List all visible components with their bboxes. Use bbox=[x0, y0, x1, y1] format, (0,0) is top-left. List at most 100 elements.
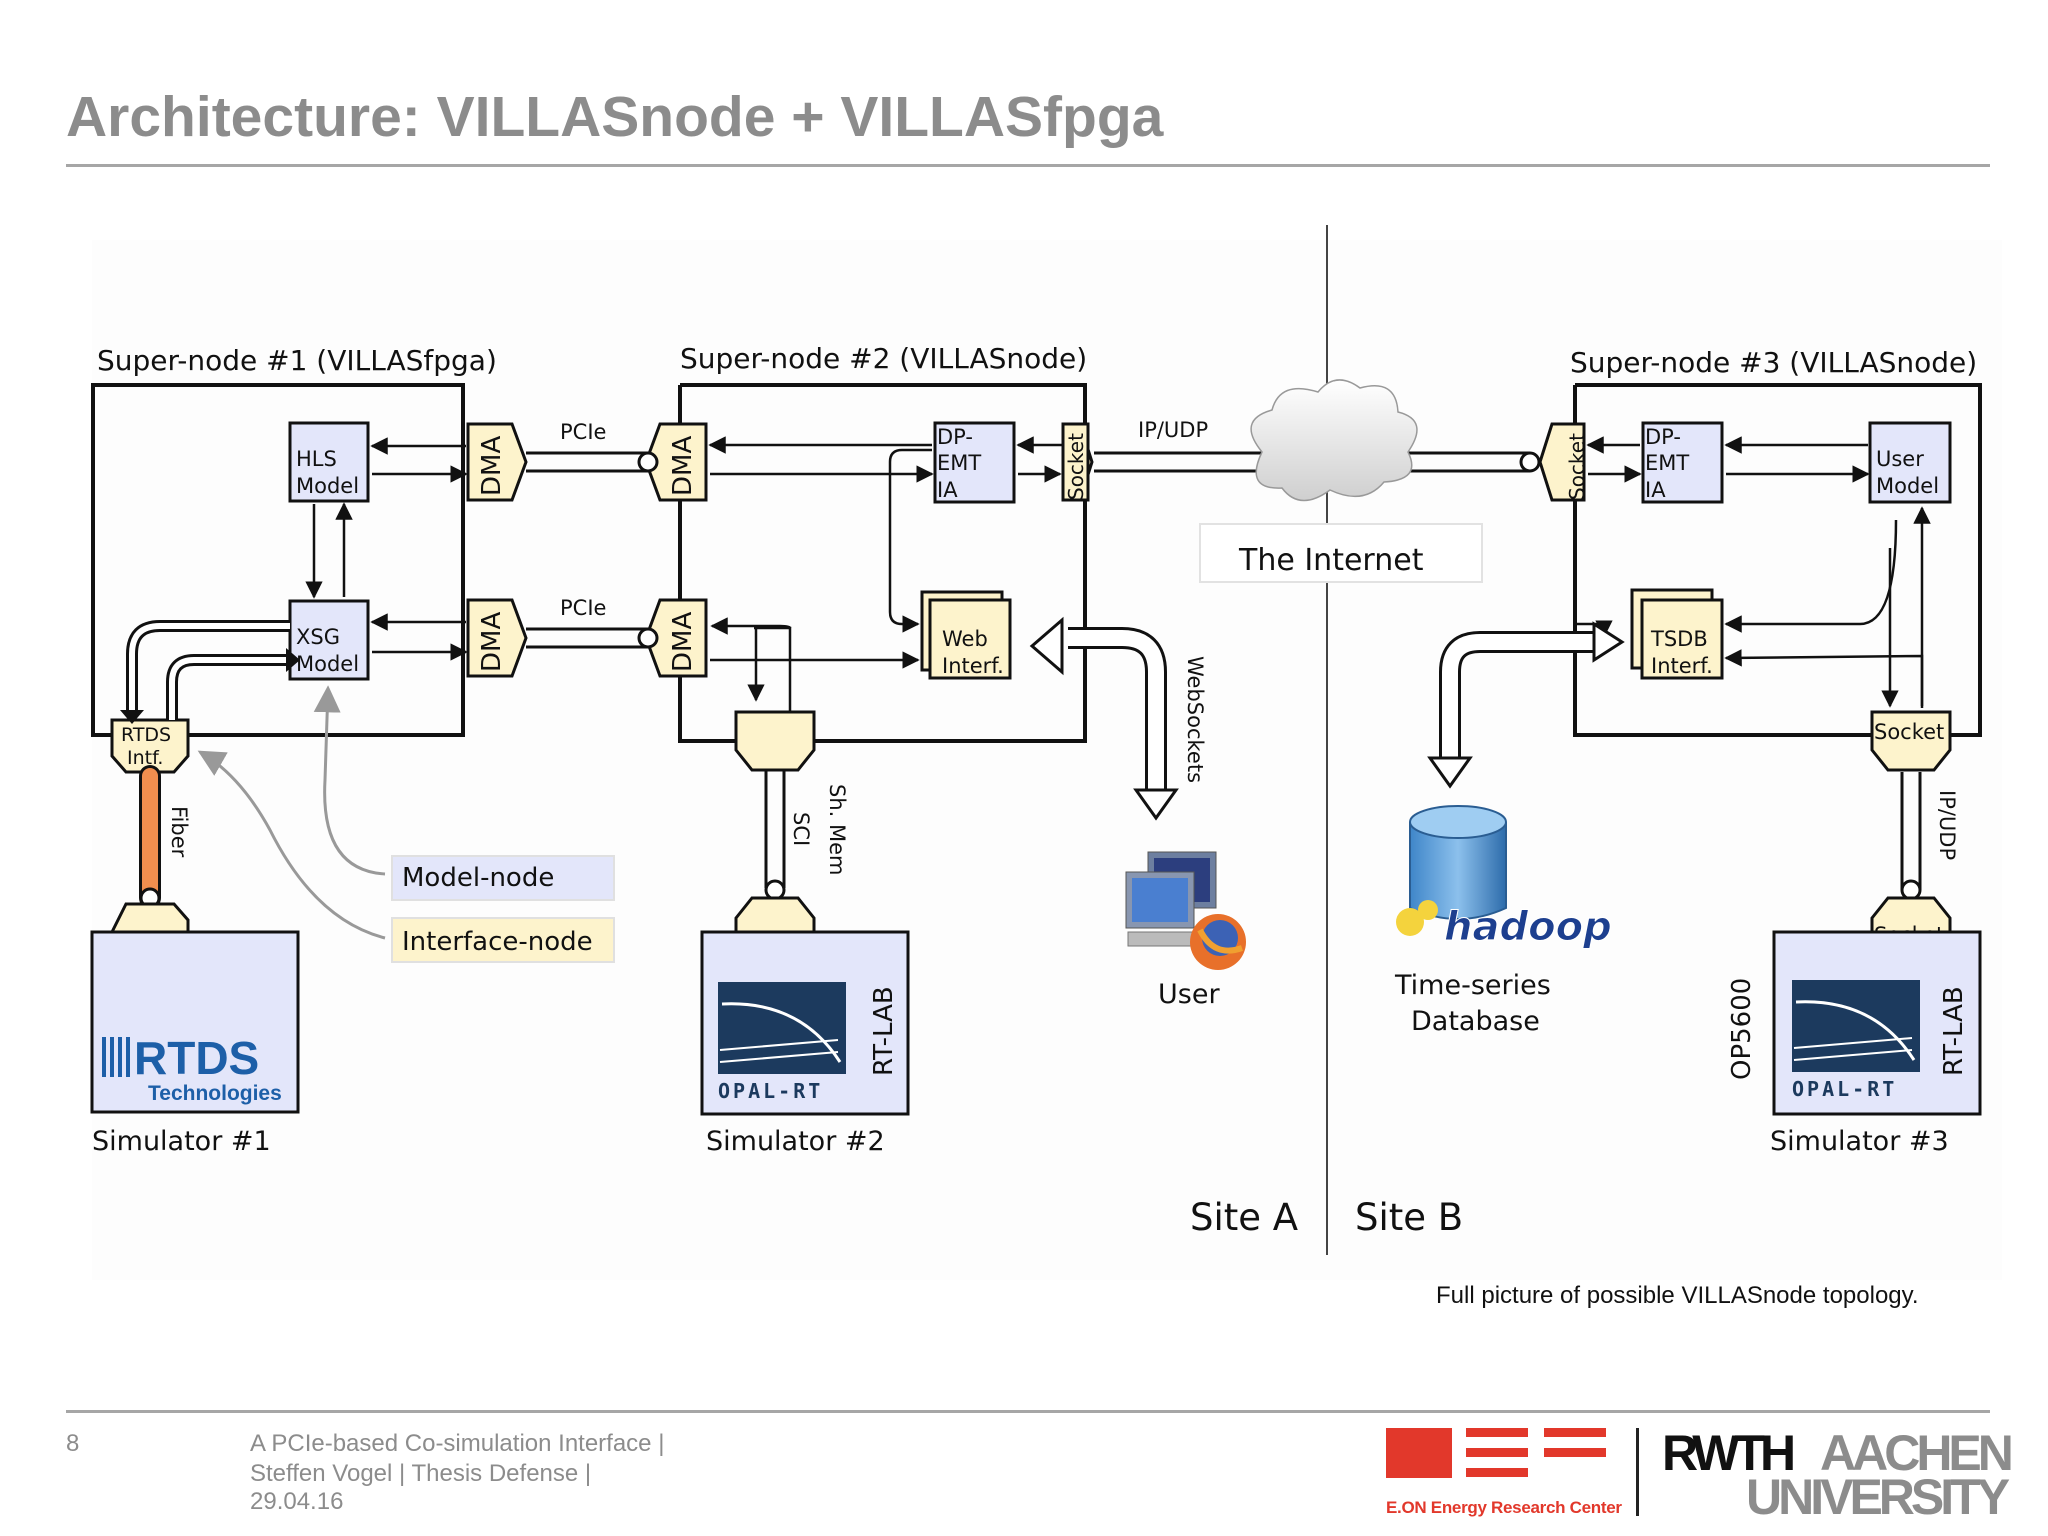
svg-text:Web: Web bbox=[942, 627, 988, 651]
supernode-3-box bbox=[1573, 383, 1982, 737]
footer-line-3: 29.04.16 bbox=[250, 1488, 344, 1515]
logo-divider bbox=[1636, 1428, 1639, 1516]
simulator-1: RTDS Technologies Simulator #1 bbox=[90, 930, 300, 1157]
dma-block-sn1-bottom: DMA bbox=[466, 598, 528, 678]
site-b-label: Site B bbox=[1355, 1196, 1463, 1239]
hadoop-logo: hadoop bbox=[1444, 904, 1612, 950]
pcie-link-top: PCIe bbox=[526, 420, 659, 473]
rwth-text: RWTH bbox=[1662, 1425, 1796, 1481]
internet-label: The Internet bbox=[1238, 543, 1424, 578]
rtds-logo-sub: Technologies bbox=[148, 1082, 282, 1105]
rt-lab-label-sim3: RT-LAB bbox=[1939, 986, 1969, 1076]
svg-text:DP-: DP- bbox=[1645, 425, 1681, 449]
svg-text:DMA: DMA bbox=[477, 436, 507, 496]
socket-block-sn3-left: Socket bbox=[1538, 422, 1589, 502]
svg-text:Socket: Socket bbox=[1565, 433, 1589, 500]
svg-text:HLS: HLS bbox=[296, 447, 337, 471]
svg-text:Model: Model bbox=[296, 474, 359, 498]
database-label-1: Time-series bbox=[1394, 970, 1551, 1001]
fiber-link: Fiber bbox=[139, 765, 191, 909]
svg-text:Sh. Mem: Sh. Mem bbox=[825, 784, 849, 876]
rtds-logo-text: RTDS bbox=[134, 1032, 259, 1084]
web-interface-block: Web Interf. bbox=[920, 590, 1012, 680]
figure-caption: Full picture of possible VILLASnode topo… bbox=[1436, 1282, 1919, 1309]
svg-text:Socket: Socket bbox=[1064, 433, 1088, 500]
svg-text:WebSockets: WebSockets bbox=[1183, 656, 1207, 783]
opal-rt-logo-sim3: OPAL-RT bbox=[1792, 1077, 1897, 1101]
tsdb-interface-block: TSDB Interf. bbox=[1630, 588, 1724, 680]
simulator-1-label: Simulator #1 bbox=[92, 1126, 271, 1157]
svg-text:Intf.: Intf. bbox=[127, 747, 163, 769]
hls-model-block: HLS Model bbox=[288, 421, 370, 503]
university-text: UNIVERSITY bbox=[1746, 1469, 2010, 1525]
supernode-2-label: Super-node #2 (VILLASnode) bbox=[680, 342, 1087, 375]
supernode-1-box bbox=[91, 383, 465, 737]
svg-text:Interf.: Interf. bbox=[942, 654, 1004, 678]
eon-erc-text: E.ON Energy Research Center bbox=[1386, 1498, 1622, 1517]
title-rule bbox=[66, 164, 1990, 167]
svg-text:Socket: Socket bbox=[1874, 720, 1944, 744]
legend: Model-node Interface-node bbox=[391, 855, 615, 963]
svg-text:PCIe: PCIe bbox=[560, 596, 606, 620]
dma-block-sn2-bottom: DMA bbox=[644, 598, 708, 678]
svg-text:DMA: DMA bbox=[668, 612, 698, 672]
sn3-arrows bbox=[1576, 436, 1931, 708]
user-icon bbox=[1125, 851, 1246, 970]
page-number: 8 bbox=[66, 1430, 80, 1457]
socket-block-sn3-bottom: Socket bbox=[1870, 710, 1952, 772]
svg-text:EMT: EMT bbox=[937, 451, 981, 475]
svg-text:IA: IA bbox=[937, 478, 958, 502]
supernode-1-label: Super-node #1 (VILLASfpga) bbox=[97, 344, 497, 377]
legend-model-node: Model-node bbox=[402, 863, 554, 893]
xsg-model-block: XSG Model bbox=[288, 599, 370, 681]
database-label-2: Database bbox=[1411, 1006, 1540, 1037]
svg-text:User: User bbox=[1876, 447, 1924, 471]
dpemt-block-sn3: DP- EMT IA bbox=[1641, 421, 1724, 504]
rt-lab-label-sim2: RT-LAB bbox=[869, 986, 899, 1076]
simulator-2-label: Simulator #2 bbox=[706, 1126, 885, 1157]
svg-text:IP/UDP: IP/UDP bbox=[1935, 790, 1959, 860]
simulator-3-label: Simulator #3 bbox=[1770, 1126, 1949, 1157]
websockets-link: WebSockets bbox=[1029, 616, 1207, 821]
svg-text:EMT: EMT bbox=[1645, 451, 1689, 475]
op5600-label: OP5600 bbox=[1727, 978, 1757, 1080]
simulator-2: OPAL-RT RT-LAB Simulator #2 bbox=[700, 930, 910, 1157]
rwth-logo: RWTH AACHEN UNIVERSITY bbox=[1660, 1424, 2014, 1525]
legend-interface-node: Interface-node bbox=[402, 927, 593, 957]
svg-text:DP-: DP- bbox=[937, 425, 973, 449]
internet-cloud: The Internet bbox=[1199, 379, 1483, 583]
svg-text:Interf.: Interf. bbox=[1651, 654, 1713, 678]
footer-line-2: Steffen Vogel | Thesis Defense | bbox=[250, 1460, 592, 1487]
diagram-background bbox=[92, 240, 2002, 1280]
sn1-arrows bbox=[305, 437, 468, 661]
svg-text:SCI: SCI bbox=[789, 812, 813, 846]
dma-block-sn2-top: DMA bbox=[644, 422, 708, 502]
svg-text:XSG: XSG bbox=[296, 625, 340, 649]
svg-text:PCIe: PCIe bbox=[560, 420, 606, 444]
svg-text:IP/UDP: IP/UDP bbox=[1138, 418, 1208, 442]
footer-line-1: A PCIe-based Co-simulation Interface | bbox=[250, 1430, 665, 1457]
ipudp-vertical-link: IP/UDP bbox=[1900, 772, 1959, 901]
user-model-block: User Model bbox=[1868, 421, 1952, 504]
svg-text:TSDB: TSDB bbox=[1650, 627, 1708, 651]
eon-erc-logo: E.ON Energy Research Center bbox=[1386, 1428, 1622, 1528]
sn2-arrows bbox=[708, 436, 1062, 702]
opal-rt-logo-sim2: OPAL-RT bbox=[718, 1079, 823, 1103]
svg-text:Model: Model bbox=[1876, 474, 1939, 498]
supernode-3-label: Super-node #3 (VILLASnode) bbox=[1570, 346, 1977, 379]
slide-title: Architecture: VILLASnode + VILLASfpga bbox=[66, 85, 1164, 149]
sci-shmem-link: Sh. Mem SCI bbox=[734, 710, 849, 954]
legend-pointers bbox=[197, 685, 386, 940]
user-label: User bbox=[1158, 979, 1220, 1010]
pcie-link-bottom: PCIe bbox=[526, 596, 659, 649]
svg-text:RTDS: RTDS bbox=[121, 724, 171, 746]
socket-block-sn2: Socket bbox=[1061, 422, 1094, 502]
svg-text:DMA: DMA bbox=[668, 436, 698, 496]
svg-text:DMA: DMA bbox=[477, 612, 507, 672]
simulator-3: OPAL-RT RT-LAB OP5600 Simulator #3 bbox=[1727, 930, 1982, 1157]
svg-text:Model: Model bbox=[296, 652, 359, 676]
tsdb-database-link bbox=[1427, 621, 1625, 789]
footer-rule bbox=[66, 1410, 1990, 1413]
site-a-label: Site A bbox=[1190, 1196, 1298, 1239]
